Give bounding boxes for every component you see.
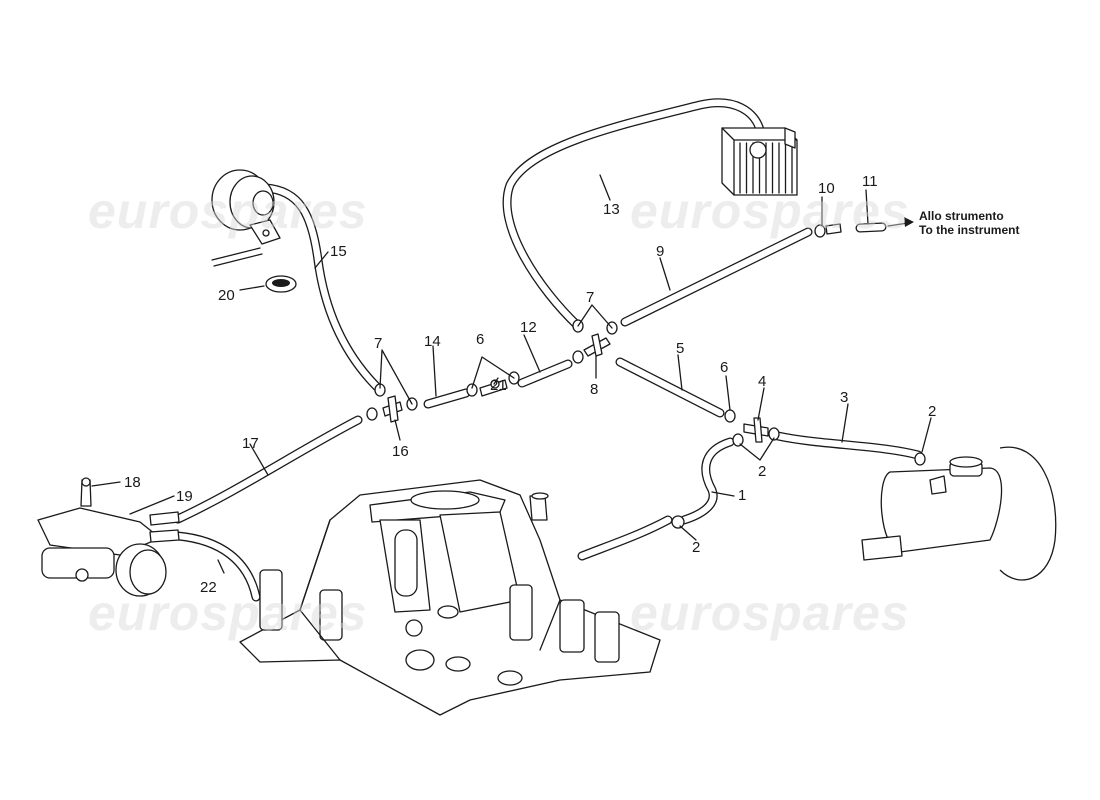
hose-15: [260, 183, 383, 393]
callout-8: 8: [590, 381, 598, 398]
callout-2-tank: 2: [928, 403, 936, 420]
grommet-20: [265, 275, 297, 293]
leader-lines: [91, 174, 932, 574]
fittings: [366, 223, 926, 529]
watermark-1: eurospares: [88, 183, 368, 239]
callout-2-tee: 2: [758, 463, 766, 480]
callout-2-lower: 2: [692, 539, 700, 556]
callout-1: 1: [738, 487, 746, 504]
hose-5: [615, 357, 725, 418]
callout-20: 20: [218, 287, 235, 304]
hose-11: [855, 222, 887, 233]
callout-22: 22: [200, 579, 217, 596]
hose-9: [620, 227, 813, 327]
hose-13: [502, 98, 765, 331]
intake-manifold: [239, 479, 661, 716]
watermark-3: eurospares: [88, 585, 368, 641]
watermark-2: eurospares: [630, 183, 910, 239]
hose-17: [173, 415, 363, 524]
callout-labels: 13 10 11 9 15 20 7 7 14 6 12 5 8 21 6 4 …: [124, 173, 936, 596]
instrument-note-italian: Allo strumento: [919, 209, 1004, 223]
callout-5: 5: [676, 340, 684, 357]
callout-4: 4: [758, 373, 766, 390]
callout-14: 14: [424, 333, 441, 350]
hose-22: [173, 531, 261, 602]
callout-16: 16: [392, 443, 409, 460]
callout-11: 11: [862, 173, 878, 190]
callout-6-right: 6: [720, 359, 728, 376]
callout-18: 18: [124, 474, 141, 491]
callout-7-right: 7: [586, 289, 594, 306]
callout-6-center: 6: [476, 331, 484, 348]
callout-21: 21: [490, 377, 507, 394]
instrument-arrow-head: [904, 217, 914, 227]
hose-12: [517, 359, 573, 388]
hose-1: [679, 437, 735, 525]
hose-3: [773, 431, 923, 460]
heatsink-module: [721, 127, 798, 196]
watermark-4: eurospares: [630, 585, 910, 641]
canister-pipe: [211, 247, 263, 267]
callout-19: 19: [176, 488, 193, 505]
callout-10: 10: [818, 180, 835, 197]
reservoir-booster: [861, 446, 1057, 581]
intake-pipe: [577, 515, 673, 561]
callout-12: 12: [520, 319, 537, 336]
instrument-note-english: To the instrument: [919, 223, 1019, 237]
callout-7-left: 7: [374, 335, 382, 352]
callout-3: 3: [840, 389, 848, 406]
callout-13: 13: [603, 201, 620, 218]
callout-17: 17: [242, 435, 259, 452]
callout-9: 9: [656, 243, 664, 260]
hose-14: [423, 388, 471, 409]
callout-15: 15: [330, 243, 347, 260]
vacuum-valve: [37, 477, 180, 597]
vacuum-canister: [211, 169, 281, 245]
